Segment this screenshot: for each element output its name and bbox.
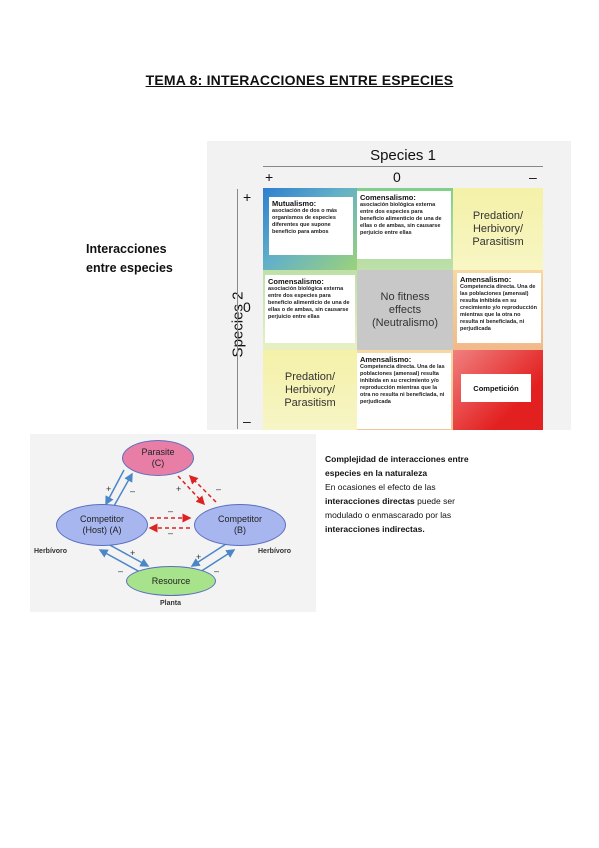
col-plus-sign: + (265, 169, 274, 185)
network-description: Complejidad de interacciones entre espec… (325, 452, 525, 536)
side-label: Interacciones entre especies (86, 240, 173, 278)
mutualismo-text: asociación de dos o más organismos de es… (272, 208, 338, 235)
para-heading-2: especies en la naturaleza (325, 468, 428, 478)
parasite-c-label: (C) (151, 458, 165, 468)
cell-commensalism-left: Comensalismo: asociación biológica exter… (263, 270, 357, 350)
comensalismo-1-heading: Comensalismo: (360, 193, 416, 202)
parasite-node: Parasite(C) (122, 440, 194, 476)
cell-predation-top: Predation/ Herbivory/ Parasitism (453, 188, 543, 270)
sign-minus-1: – (130, 486, 136, 496)
resource-label: Resource (151, 575, 191, 586)
competitor-b-node: Competitor(B) (194, 504, 286, 546)
competicion-label: Competición (473, 383, 519, 393)
sign-plus-3: + (130, 548, 136, 558)
sign-plus-2: + (176, 484, 182, 494)
para-line-2-bold: interacciones directas (325, 496, 415, 506)
sign-minus-2: – (216, 484, 222, 494)
neutral-text-2: (Neutralismo) (371, 316, 438, 329)
planta-label: Planta (160, 600, 182, 607)
competitor-a-sub: (Host) (A) (82, 525, 122, 535)
sign-minus-5: – (118, 566, 124, 576)
sign-minus-6: – (214, 566, 220, 576)
sign-minus-4: – (168, 528, 174, 538)
cell-mutualism: Mutualismo: asociación de dos o más orga… (263, 188, 357, 270)
side-label-line-2: entre especies (86, 261, 173, 275)
resource-node: Resource (126, 566, 216, 596)
cell-competition: Competición (453, 350, 543, 430)
comensalismo-2-heading: Comensalismo: (268, 277, 324, 286)
col-zero-sign: 0 (393, 169, 401, 185)
amensalismo-1-heading: Amensalismo: (460, 275, 512, 284)
para-line-1: En ocasiones el efecto de las (325, 482, 436, 492)
parasite-label: Parasite (141, 447, 175, 457)
interaction-matrix-figure: Species 1 + 0 – Species 2 + 0 – Mutualis… (207, 141, 571, 430)
neutral-text-1: No fitness effects (380, 290, 430, 316)
para-heading-1: Complejidad de interacciones entre (325, 454, 469, 464)
sign-plus-4: + (196, 552, 202, 562)
para-line-2-rest: puede ser (414, 496, 455, 506)
page-title: TEMA 8: INTERACCIONES ENTRE ESPECIES (145, 72, 454, 88)
cell-amensalism-right: Amensalismo: Competencia directa. Una de… (453, 270, 543, 350)
side-label-line-1: Interacciones (86, 242, 167, 256)
top-axis-line (263, 166, 543, 167)
row-zero-sign: 0 (243, 299, 251, 315)
side-axis-line (237, 189, 238, 429)
comensalismo-2-text: asociación biológica externa entre dos e… (268, 286, 350, 320)
herbivoro-right-label: Herbívoro (258, 548, 292, 555)
network-arrows (98, 469, 236, 573)
cell-neutralism: No fitness effects (Neutralismo) (357, 270, 453, 350)
competitor-a-label: Competitor (79, 514, 124, 524)
predation-2-text: Predation/ Herbivory/ Parasitism (284, 370, 336, 409)
cell-commensalism-top: Comensalismo: asociación biológica exter… (357, 188, 453, 270)
row-plus-sign: + (243, 189, 252, 205)
competitor-a-node: Competitor(Host) (A) (56, 504, 148, 546)
amensalismo-2-text: Competencia directa. Una de las poblacio… (360, 364, 445, 405)
sign-minus-3: – (168, 506, 174, 516)
cell-amensalism-bottom: Amensalismo: Competencia directa. Una de… (357, 350, 453, 430)
herbivoro-left-label: Herbívoro (34, 548, 68, 555)
amensalismo-1-text: Competencia directa. Una de las poblacio… (460, 284, 538, 332)
row-minus-sign: – (243, 413, 251, 429)
interaction-network-figure: Parasite(C) Competitor(Host) (A) Competi… (30, 434, 316, 612)
para-line-4-bold: interacciones indirectas. (325, 524, 425, 534)
mutualismo-heading: Mutualismo: (272, 199, 317, 208)
comensalismo-1-text: asociación biológica externa entre dos e… (360, 202, 442, 236)
col-minus-sign: – (529, 169, 537, 185)
species-1-label: Species 1 (370, 147, 436, 164)
amensalismo-2-heading: Amensalismo: (360, 355, 412, 364)
para-line-3: modulado o enmascarado por las (325, 510, 452, 520)
cell-predation-bottom: Predation/ Herbivory/ Parasitism (263, 350, 357, 430)
competitor-b-sub: (B) (233, 525, 246, 535)
competitor-b-label: Competitor (217, 514, 262, 524)
sign-plus-1: + (106, 484, 112, 494)
predation-1-text: Predation/ Herbivory/ Parasitism (472, 209, 524, 248)
